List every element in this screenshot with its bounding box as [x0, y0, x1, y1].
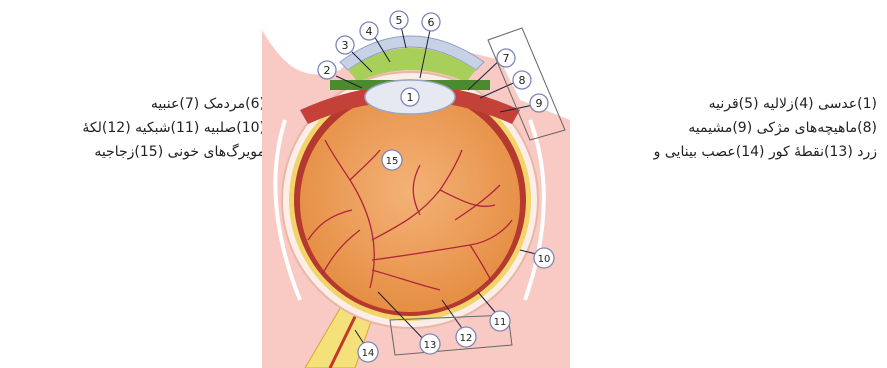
label-text: 14 [362, 348, 375, 359]
label-text: 9 [536, 97, 543, 110]
label-9: 9 [530, 94, 548, 112]
label-text: 3 [342, 39, 349, 52]
label-text: 1 [407, 91, 414, 104]
label-text: 12 [460, 333, 473, 344]
label-7: 7 [497, 49, 515, 67]
label-3: 3 [336, 36, 354, 54]
label-text: 8 [519, 74, 526, 87]
label-text: 10 [538, 254, 551, 265]
vitreous-body [300, 92, 520, 312]
label-text: 2 [324, 64, 331, 77]
label-12: 12 [456, 327, 476, 347]
label-14: 14 [358, 342, 378, 362]
label-6: 6 [422, 13, 440, 31]
label-1: 1 [401, 88, 419, 106]
label-text: 6 [428, 16, 435, 29]
label-text: 15 [386, 156, 399, 167]
label-text: 13 [424, 340, 437, 351]
label-5: 5 [390, 11, 408, 29]
label-4: 4 [360, 22, 378, 40]
label-11: 11 [490, 311, 510, 331]
label-text: 4 [366, 25, 373, 38]
label-8: 8 [513, 71, 531, 89]
label-15: 15 [382, 150, 402, 170]
label-2: 2 [318, 61, 336, 79]
label-10: 10 [534, 248, 554, 268]
label-text: 7 [503, 52, 510, 65]
label-text: 5 [396, 14, 403, 27]
label-text: 11 [494, 317, 507, 328]
label-13: 13 [420, 334, 440, 354]
